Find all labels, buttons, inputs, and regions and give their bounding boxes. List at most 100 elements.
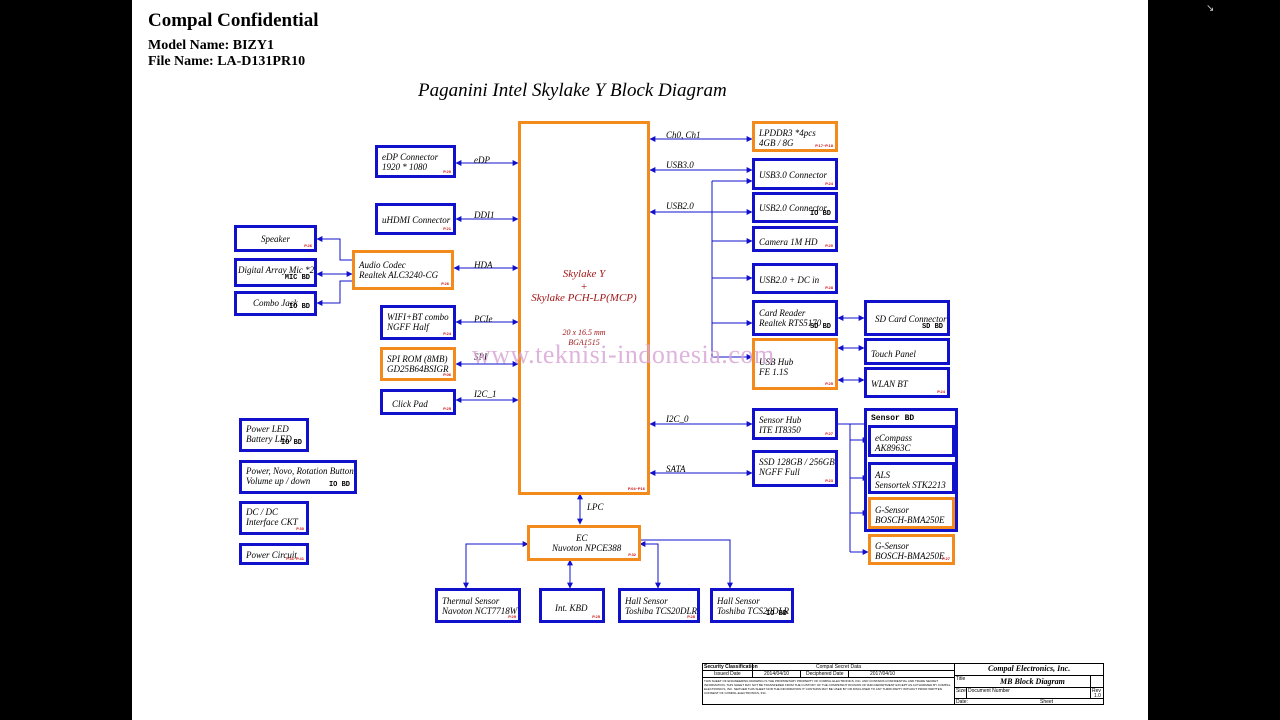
signal-usb20: USB2.0 xyxy=(666,201,694,211)
company-name: Compal Electronics, Inc. xyxy=(988,664,1071,673)
file-name: File Name: LA-D131PR10 xyxy=(148,54,306,69)
size-label: Size xyxy=(956,688,966,694)
board-ref: IO BD xyxy=(765,610,787,618)
page-ref: P.28 xyxy=(687,614,695,619)
page-ref: P.06 xyxy=(443,372,451,377)
page-ref: P.29 xyxy=(508,614,516,619)
digital-array-mic: Digital Array Mic *2 MIC BD xyxy=(234,258,317,287)
signal-lpc: LPC xyxy=(587,502,604,512)
page-ref: P.20 xyxy=(443,169,451,174)
signal-ch01: Ch0, Ch1 xyxy=(666,130,701,140)
confidential-header: Compal Confidential xyxy=(148,10,319,31)
touch-panel: Touch Panel xyxy=(864,338,950,365)
page-ref: P.25 xyxy=(825,381,833,386)
page-ref: P.25 xyxy=(592,614,600,619)
document-number-label: Document Number xyxy=(968,688,1010,694)
board-ref: IO BD xyxy=(328,481,350,489)
board-ref: SD BD xyxy=(921,323,943,331)
page-ref: P.28 xyxy=(825,285,833,290)
rev-value: 1.0 xyxy=(1094,693,1101,699)
page-ref: P.24 xyxy=(825,181,833,186)
signal-ddi1: DDI1 xyxy=(474,210,495,220)
page-ref: P.17~P.18 xyxy=(815,143,833,148)
pch-name: Skylake PCH-LP(MCP) xyxy=(531,292,637,304)
board-ref: IO BD xyxy=(280,439,302,447)
page-ref: P.25 xyxy=(443,406,451,411)
click-pad: Click Pad P.25 xyxy=(380,389,456,415)
date-label: Date: xyxy=(956,699,968,705)
sheet-label: Sheet xyxy=(1040,699,1054,705)
page-ref: P.31~P.41 xyxy=(286,556,304,561)
signal-usb30: USB3.0 xyxy=(666,160,694,170)
speaker: Speaker P.26 xyxy=(234,225,317,252)
signal-spi: SPI xyxy=(474,352,487,362)
page-ref: P.21 xyxy=(443,226,451,231)
wlan-bt: WLAN BT P.24 xyxy=(864,367,950,398)
page-ref: P.24 xyxy=(443,331,451,336)
page-ref: P.32 xyxy=(628,552,636,557)
deciphered-date-label: Deciphered Date xyxy=(806,671,844,677)
internal-keyboard: Int. KBD P.25 xyxy=(539,588,605,623)
compal-secret: Compal Secret Data xyxy=(816,664,862,670)
sensor-board-label: Sensor BD xyxy=(871,414,915,423)
issued-date-label: Issued Date xyxy=(714,671,741,677)
uhdmi-connector: uHDMI Connector P.21 xyxy=(375,203,456,235)
page-ref: P.27 xyxy=(942,556,950,561)
sheet-title: MB Block Diagram xyxy=(1000,677,1065,686)
camera: Camera 1M HD P.20 xyxy=(752,226,838,252)
board-ref: SD BD xyxy=(809,323,831,331)
signal-pcie: PCIe xyxy=(474,314,493,324)
legal-notice: THIS SHEET OF ENGINEERING DRAWING IS THE… xyxy=(704,679,951,695)
page-ref: P.26 xyxy=(304,243,312,248)
rev-label: Rev xyxy=(1092,688,1101,694)
board-ref: MIC BD xyxy=(284,274,310,282)
fullscreen-toggle-icon[interactable]: ↘︎ xyxy=(1206,3,1215,14)
signal-edp: eDP xyxy=(474,155,490,165)
spi-rom: SPI ROM (8MB)GD25B64BSIGR P.06 xyxy=(380,347,456,381)
issued-date: 2014/04/10 xyxy=(764,671,790,677)
cpu-package: BGA1515 xyxy=(568,338,600,347)
power-circuit: Power Circuit P.31~P.41 xyxy=(239,543,309,565)
title-label: Title xyxy=(956,676,966,682)
signal-i2c1: I2C_1 xyxy=(474,389,497,399)
board-ref: IO BD xyxy=(288,303,310,311)
page-ref: P.26 xyxy=(441,281,449,286)
deciphered-date: 2017/04/10 xyxy=(870,671,896,677)
security-classification: Security Classification xyxy=(704,664,758,670)
usb2-dc-in: USB2.0 + DC in P.28 xyxy=(752,263,838,294)
cpu-block: Skylake Y + Skylake PCH-LP(MCP) 20 x 16.… xyxy=(518,121,650,495)
page-ref: P.04~P16 xyxy=(627,486,645,491)
page-ref: P.27 xyxy=(825,431,833,436)
cpu-name: Skylake Y xyxy=(562,268,606,280)
diagram-title: Paganini Intel Skylake Y Block Diagram xyxy=(418,80,727,101)
board-ref: IO BD xyxy=(809,210,831,218)
sd-card-connector: SD Card Connector SD BD xyxy=(864,300,950,336)
model-name: Model Name: BIZY1 xyxy=(148,38,274,53)
combo-jack: Combo Jack IO BD xyxy=(234,291,317,316)
cpu-plus: + xyxy=(580,281,588,293)
watermark: www.teknisi-indonesia.com xyxy=(472,340,775,369)
signal-hda: HDA xyxy=(474,260,493,270)
title-block xyxy=(702,663,1104,705)
page-ref: P.20 xyxy=(825,243,833,248)
usb3-connector: USB3.0 Connector P.24 xyxy=(752,158,838,190)
page-ref: P.23 xyxy=(825,478,833,483)
